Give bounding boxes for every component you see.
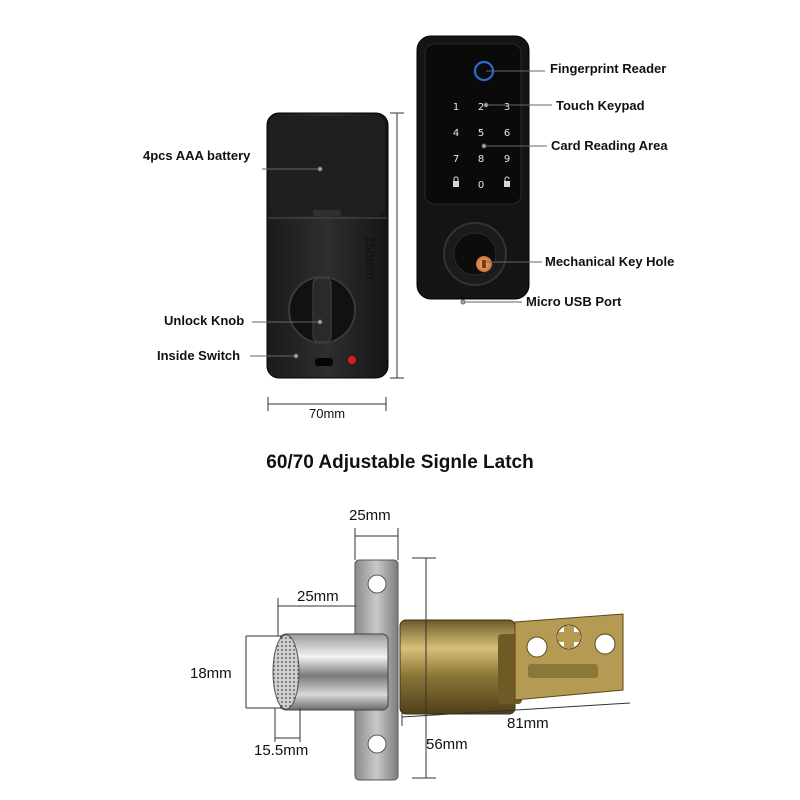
inside-switch-label: Inside Switch: [157, 348, 241, 363]
keypad-key-5: 5: [478, 128, 484, 139]
keypad-key-0: 0: [478, 180, 484, 191]
width-dimension: 70mm: [309, 406, 346, 421]
inside-unit: [266, 112, 389, 379]
keypad-key-7: 7: [453, 154, 459, 165]
keypad-key-8: 8: [478, 154, 484, 165]
unlock-key-icon: [504, 181, 510, 187]
latch-graphic: [272, 559, 624, 781]
keypad-key-6: 6: [504, 128, 510, 139]
latch-bolt-height-dim: 18mm: [190, 665, 232, 682]
outside-unit: 1 2 3 4 5 6 7 8 9 0: [416, 35, 530, 300]
usb-port-label: Micro USB Port: [526, 294, 622, 309]
keypad-key-1: 1: [453, 102, 459, 113]
latch-bolt-length-dim: 25mm: [297, 588, 339, 605]
latch-body-length-dim: 81mm: [507, 715, 549, 732]
keypad-key-4: 4: [453, 128, 459, 139]
key-hole-label: Mechanical Key Hole: [545, 254, 675, 269]
unlock-key-shackle: [504, 176, 510, 181]
keypad-key-9: 9: [504, 154, 510, 165]
fingerprint-label: Fingerprint Reader: [550, 61, 667, 76]
card-area-label: Card Reading Area: [551, 138, 668, 153]
latch-plate-height-dim: 56mm: [426, 736, 468, 753]
keypad-key-3: 3: [504, 102, 510, 113]
keypad-key-2: 2: [478, 102, 484, 113]
height-dimension: 158mm: [363, 236, 378, 280]
top-dimension-lines: [267, 112, 404, 411]
page-title: 60/70 Adjustable Signle Latch: [266, 452, 534, 473]
unlock-knob-label: Unlock Knob: [164, 313, 245, 328]
battery-label: 4pcs AAA battery: [143, 148, 251, 163]
latch-dimension-lines: [245, 528, 631, 779]
callout-lines: [250, 70, 552, 359]
latch-bolt-depth-dim: 15.5mm: [254, 742, 309, 759]
lock-key-shackle: [453, 176, 459, 181]
keypad-label: Touch Keypad: [556, 98, 645, 113]
latch-plate-width-dim: 25mm: [349, 507, 391, 524]
lock-key-icon: [453, 181, 459, 187]
